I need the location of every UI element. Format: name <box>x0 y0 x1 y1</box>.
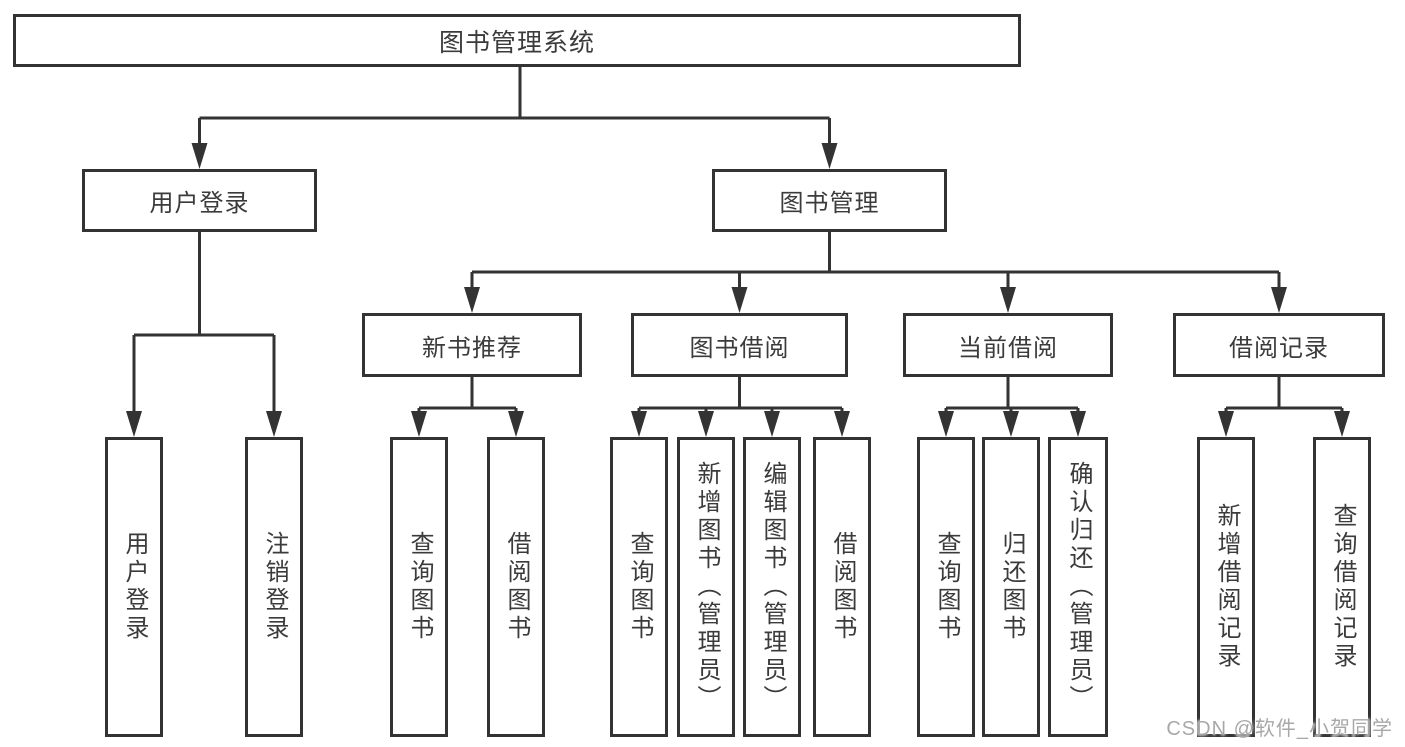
connector-current-borrow-to-leaves <box>938 377 1086 437</box>
leaf-borrow-edit-books-admin-label: 编辑图书（管理员） <box>759 461 786 713</box>
leaf-borrow-edit-books-admin: 编辑图书（管理员） <box>743 437 801 737</box>
node-current-borrowing: 当前借阅 <box>903 313 1113 377</box>
leaf-borrow-borrow-books-label: 借阅图书 <box>829 531 856 643</box>
node-root-library-system: 图书管理系统 <box>13 14 1021 67</box>
leaf-logout-label: 注销登录 <box>261 531 288 643</box>
node-borrowing-records: 借阅记录 <box>1173 313 1385 377</box>
node-current-borrowing-label: 当前借阅 <box>958 334 1058 362</box>
leaf-current-return-books: 归还图书 <box>982 437 1040 737</box>
node-book-management-label: 图书管理 <box>779 190 880 217</box>
node-borrowing-records-label: 借阅记录 <box>1229 334 1329 362</box>
leaf-records-query-record-label: 查询借阅记录 <box>1329 503 1356 671</box>
leaf-user-login-label: 用户登录 <box>121 531 148 643</box>
leaf-borrow-add-books-admin-label: 新增图书（管理员） <box>693 461 720 713</box>
leaf-newbook-query-books: 查询图书 <box>390 437 448 737</box>
leaf-logout: 注销登录 <box>245 437 303 737</box>
leaf-newbook-query-books-label: 查询图书 <box>406 531 433 643</box>
leaf-user-login: 用户登录 <box>105 437 163 737</box>
node-book-borrowing-label: 图书借阅 <box>689 334 790 362</box>
connector-new-books-to-leaves <box>411 377 524 437</box>
leaf-borrow-add-books-admin: 新增图书（管理员） <box>677 437 735 737</box>
leaf-current-confirm-return-admin-label: 确认归还（管理员） <box>1065 461 1092 713</box>
leaf-records-add-record-label: 新增借阅记录 <box>1213 503 1240 671</box>
connector-root-to-level2 <box>191 67 838 169</box>
leaf-records-query-record: 查询借阅记录 <box>1313 437 1371 737</box>
node-book-management: 图书管理 <box>712 169 947 232</box>
leaf-records-add-record: 新增借阅记录 <box>1197 437 1255 737</box>
leaf-current-confirm-return-admin: 确认归还（管理员） <box>1048 437 1108 737</box>
node-new-book-recommend-label: 新书推荐 <box>422 334 522 362</box>
connector-book-borrow-to-leaves <box>631 377 850 437</box>
node-user-login-label: 用户登录 <box>149 190 250 217</box>
node-book-borrowing: 图书借阅 <box>631 313 848 377</box>
node-root-label: 图书管理系统 <box>438 28 595 57</box>
connector-user-login-to-leaves <box>126 232 282 437</box>
leaf-newbook-borrow-books-label: 借阅图书 <box>503 531 530 643</box>
csdn-watermark: CSDN @软件_小贺同学 <box>1166 718 1393 740</box>
leaf-current-return-books-label: 归还图书 <box>998 531 1025 643</box>
leaf-borrow-query-books-label: 查询图书 <box>626 531 653 643</box>
leaf-current-query-books: 查询图书 <box>917 437 975 737</box>
node-new-book-recommend: 新书推荐 <box>362 313 582 377</box>
leaf-borrow-borrow-books: 借阅图书 <box>813 437 871 737</box>
leaf-newbook-borrow-books: 借阅图书 <box>487 437 545 737</box>
node-user-login: 用户登录 <box>82 169 317 232</box>
connector-book-mgmt-to-level3 <box>464 232 1287 313</box>
connector-borrow-records-to-leaves <box>1218 377 1350 437</box>
leaf-current-query-books-label: 查询图书 <box>933 531 960 643</box>
leaf-borrow-query-books: 查询图书 <box>610 437 668 737</box>
